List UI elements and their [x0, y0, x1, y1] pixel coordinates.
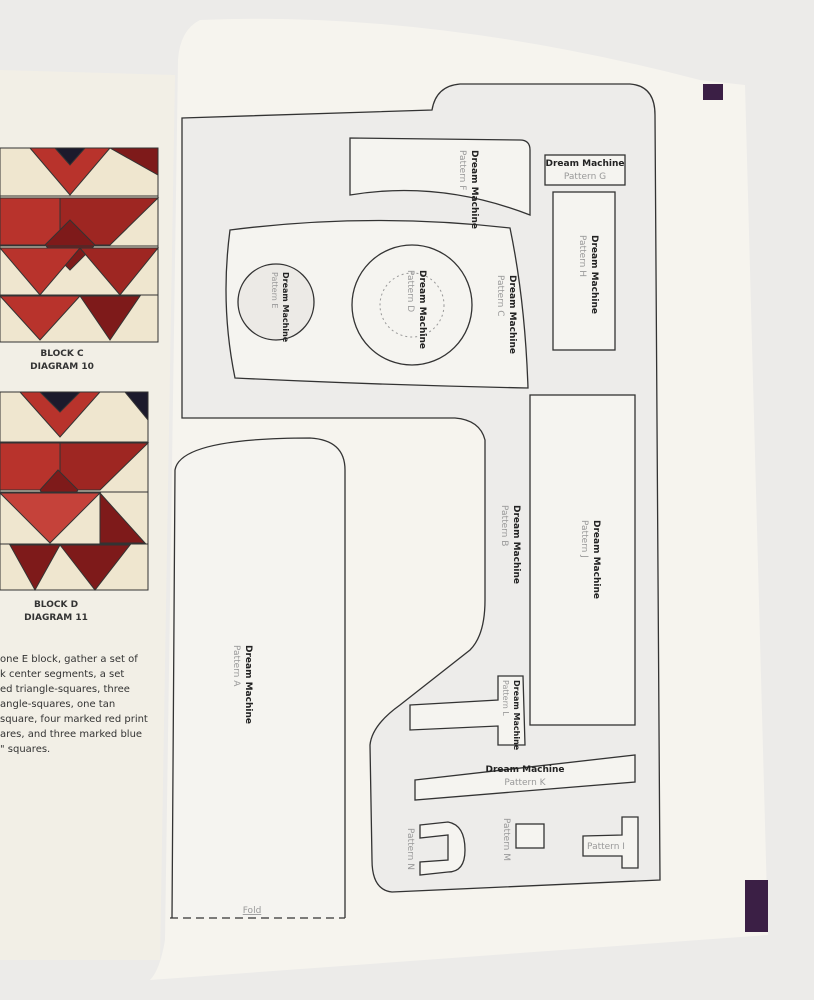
pattern-a-title: Dream Machine — [243, 645, 253, 724]
pattern-i-shape — [582, 816, 639, 869]
svg-text:" squares.: " squares. — [0, 744, 50, 755]
block-c-caption-2: DIAGRAM 10 — [30, 362, 94, 372]
block-d-diagram — [0, 391, 150, 592]
pattern-j-name: Pattern J — [579, 520, 589, 558]
pattern-c-title: Dream Machine — [507, 275, 517, 354]
pattern-l-shape — [409, 675, 526, 746]
pattern-a-name: Pattern A — [231, 645, 241, 687]
pattern-j-label: Dream Machine Pattern J — [579, 520, 601, 599]
pattern-k-title: Dream Machine — [486, 765, 565, 775]
block-d-caption-1: BLOCK D — [34, 600, 78, 610]
block-d-caption-2: DIAGRAM 11 — [24, 613, 88, 623]
block-c-caption-1: BLOCK C — [40, 349, 84, 359]
pattern-d-dotted-line — [379, 272, 445, 338]
svg-text:angle-squares, one tan: angle-squares, one tan — [0, 699, 115, 710]
pattern-f-title: Dream Machine — [469, 150, 479, 229]
pattern-d-label: Dream Machine Pattern D — [405, 270, 427, 349]
fold-label: Fold — [243, 906, 262, 916]
pattern-d-name: Pattern D — [405, 270, 415, 312]
pattern-c-shape — [225, 219, 529, 389]
pattern-l-label: Dream Machine Pattern L — [501, 680, 521, 751]
pattern-f-label: Dream Machine Pattern F — [457, 150, 479, 229]
pattern-f-name: Pattern F — [457, 150, 467, 190]
pattern-m-shape — [515, 823, 545, 849]
pattern-g-title: Dream Machine — [546, 159, 625, 169]
pattern-n-shape — [419, 821, 466, 876]
pattern-k-name: Pattern K — [504, 778, 546, 788]
pattern-d-title: Dream Machine — [417, 270, 427, 349]
pattern-j-shape — [529, 394, 636, 726]
pattern-k-shape — [414, 754, 636, 801]
svg-text:ares, and three marked blue: ares, and three marked blue — [0, 729, 142, 740]
pattern-h-shape — [552, 191, 616, 351]
pattern-a-label: Dream Machine Pattern A — [231, 645, 253, 724]
svg-text:k center segments, a set: k center segments, a set — [0, 669, 124, 680]
pattern-b-title: Dream Machine — [511, 505, 521, 584]
pattern-c-name: Pattern C — [495, 275, 505, 317]
pattern-e-label: Dream Machine Pattern E — [270, 272, 290, 343]
pattern-c-label: Dream Machine Pattern C — [495, 275, 517, 354]
purple-tab-top — [703, 84, 723, 100]
pattern-i-name: Pattern I — [587, 842, 625, 852]
pattern-g-name: Pattern G — [564, 172, 606, 182]
svg-text:square, four marked red print: square, four marked red print — [0, 714, 148, 725]
pattern-e-shape — [237, 263, 315, 341]
instruction-paragraph: one E block, gather a set of k center se… — [0, 654, 148, 755]
block-c-diagram — [0, 147, 160, 343]
purple-tab-bottom — [745, 880, 768, 932]
pattern-h-title: Dream Machine — [589, 235, 599, 314]
svg-text:ed triangle-squares, three: ed triangle-squares, three — [0, 684, 130, 695]
pattern-h-label: Dream Machine Pattern H — [577, 235, 599, 314]
pattern-g-shape — [544, 154, 626, 186]
pattern-n-name: Pattern N — [405, 828, 415, 870]
pattern-l-name: Pattern L — [501, 680, 510, 716]
pattern-l-title: Dream Machine — [512, 680, 521, 751]
pattern-f-shape — [349, 137, 531, 216]
pattern-b-name: Pattern B — [499, 505, 509, 546]
pattern-m-name: Pattern M — [501, 818, 511, 861]
svg-text:one E block, gather a set of: one E block, gather a set of — [0, 654, 138, 665]
pattern-e-title: Dream Machine — [281, 272, 290, 343]
pattern-m-label: Pattern M — [501, 818, 511, 861]
pattern-d-shape — [351, 244, 473, 366]
pattern-e-name: Pattern E — [270, 272, 279, 308]
pattern-h-name: Pattern H — [577, 235, 587, 277]
pattern-a-shape — [171, 437, 346, 919]
pattern-j-title: Dream Machine — [591, 520, 601, 599]
pattern-n-label: Pattern N — [405, 828, 415, 870]
pattern-b-label: Dream Machine Pattern B — [499, 505, 521, 584]
